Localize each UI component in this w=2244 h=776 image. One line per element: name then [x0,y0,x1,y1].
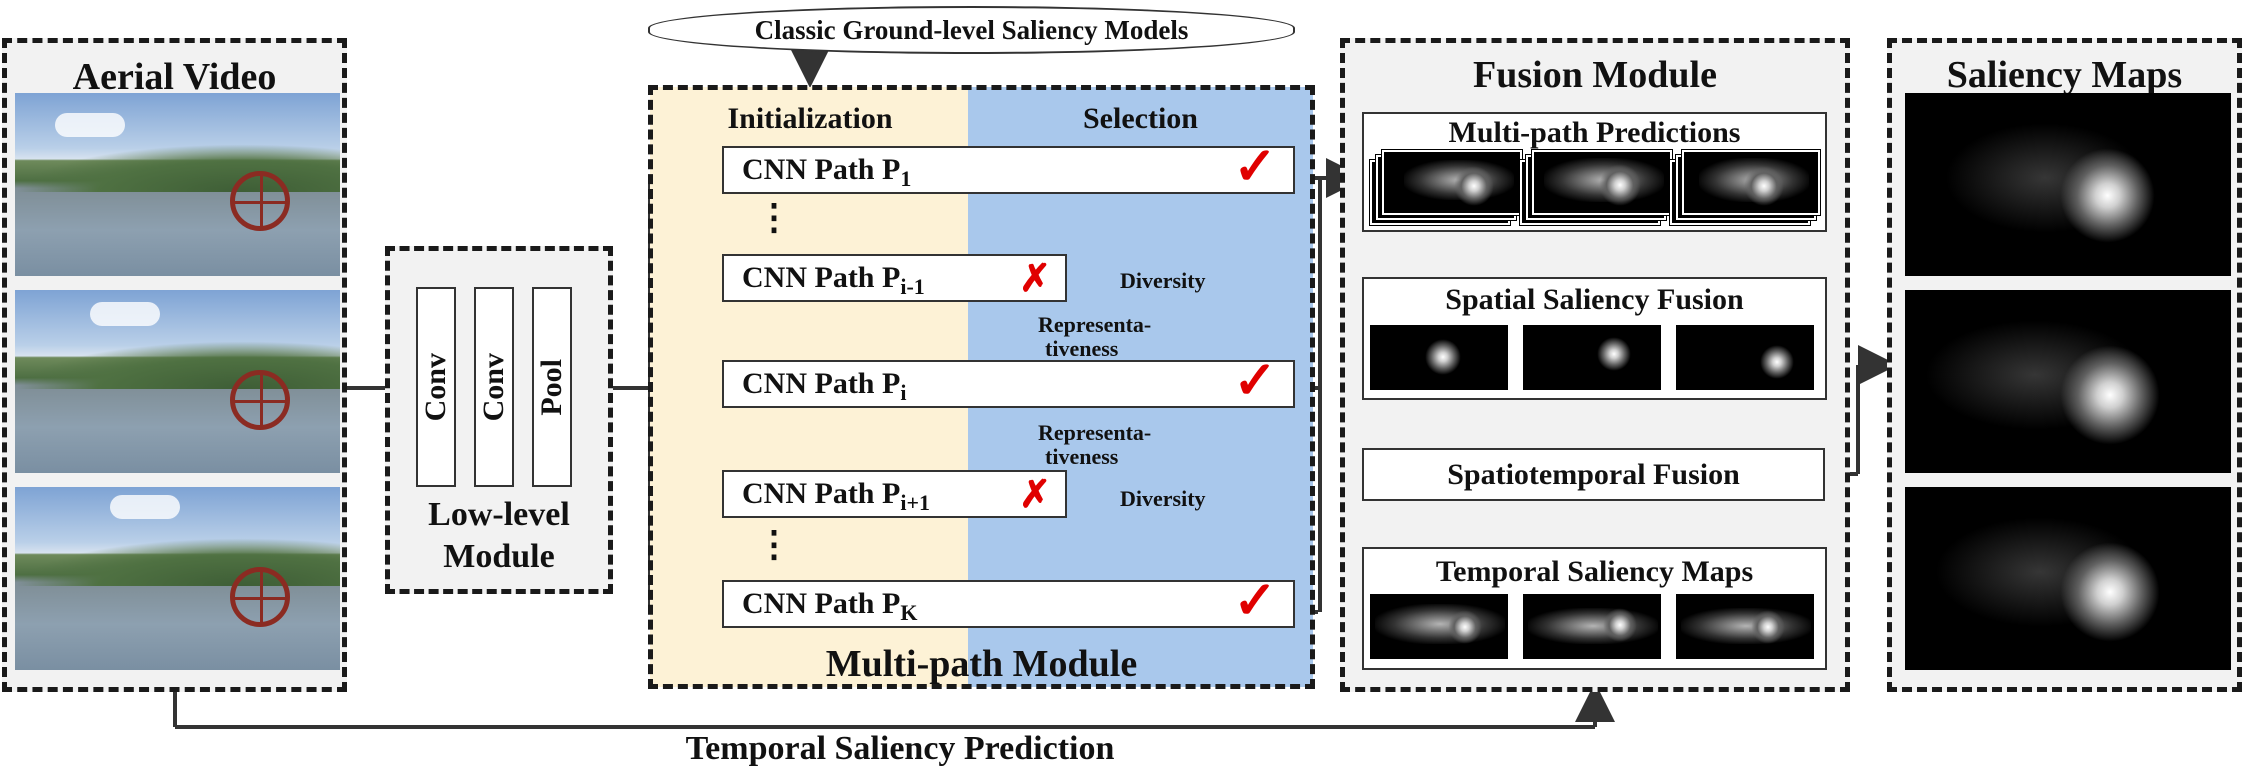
fusion-module-title: Fusion Module [1473,54,1717,96]
saliency-map-3 [1905,487,2231,670]
pool-layer: Pool [532,287,572,487]
spatial-thumb-1 [1370,325,1508,390]
aerial-video-title: Aerial Video [72,56,277,98]
low-level-title-1: Low-level [428,496,570,533]
saliency-map-2 [1905,290,2231,473]
diversity-label-1: Diversity [1120,268,1206,293]
representativeness-label-2b: tiveness [1045,444,1119,469]
temporal-maps-label: Temporal Saliency Maps [1435,555,1754,588]
spatiotemporal-fusion-label: Spatiotemporal Fusion [1447,457,1740,491]
temporal-saliency-prediction-label: Temporal Saliency Prediction [685,730,1115,767]
cross-icon: ✗ [1019,474,1051,516]
ellipsis-dots-1: ⋮ [756,197,792,237]
multi-path-predictions-label: Multi-path Predictions [1448,116,1741,149]
check-icon: ✓ [1233,353,1277,410]
prediction-thumb-2 [1531,149,1673,216]
initialization-label: Initialization [727,102,893,135]
cnn-path-pi-label: CNN Path Pi [742,367,907,405]
cross-icon: ✗ [1019,258,1051,300]
ellipsis-dots-2: ⋮ [756,524,792,564]
temporal-thumb-1 [1370,594,1508,659]
check-icon: ✓ [1233,573,1277,630]
spatiotemporal-fusion-box: Spatiotemporal Fusion [1362,448,1825,501]
video-frame-2 [15,290,340,473]
video-frame-1 [15,93,340,276]
spatial-fusion-label: Spatial Saliency Fusion [1445,283,1744,316]
prediction-thumb-3 [1681,149,1821,216]
saliency-maps-title: Saliency Maps [1946,54,2183,96]
selection-label: Selection [1083,102,1198,135]
cnn-path-pi-minus-1: CNN Path Pi-1 ✗ [722,254,1067,302]
pool-label: Pool [535,358,568,416]
classic-models-cylinder: Classic Ground-level Saliency Models [648,6,1295,54]
representativeness-label-1b: tiveness [1045,336,1119,361]
check-icon: ✓ [1233,139,1277,196]
cnn-path-pi-plus-1: CNN Path Pi+1 ✗ [722,470,1067,518]
cnn-path-p1-label: CNN Path P1 [742,153,912,191]
spatial-thumb-3 [1676,325,1814,390]
multipath-module-border [648,85,1315,689]
classic-models-label: Classic Ground-level Saliency Models [754,14,1189,45]
prediction-thumb-1 [1381,149,1523,216]
conv-layer-1: Conv [416,287,456,487]
cnn-path-p1: CNN Path P1 ✓ [722,142,1295,194]
representativeness-label-2a: Representa- [1038,420,1152,445]
cnn-path-pi-plus-1-label: CNN Path Pi+1 [742,477,930,515]
temporal-thumb-3 [1676,594,1814,659]
multipath-module-title: Multi-path Module [825,643,1138,685]
representativeness-label-1a: Representa- [1038,312,1152,337]
conv-label-1: Conv [419,352,452,422]
cnn-path-pi-minus-1-label: CNN Path Pi-1 [742,261,925,299]
low-level-title-2: Module [443,538,555,575]
diversity-label-2: Diversity [1120,486,1206,511]
conv-label-2: Conv [477,352,510,422]
conv-layer-2: Conv [474,287,514,487]
cnn-path-pk: CNN Path PK ✓ [722,576,1295,628]
spatial-thumb-2 [1523,325,1661,390]
temporal-thumb-2 [1523,594,1661,659]
saliency-map-1 [1905,93,2231,276]
cnn-path-pi: CNN Path Pi ✓ [722,356,1295,408]
video-frame-3 [15,487,340,670]
cnn-path-pk-label: CNN Path PK [742,587,918,625]
